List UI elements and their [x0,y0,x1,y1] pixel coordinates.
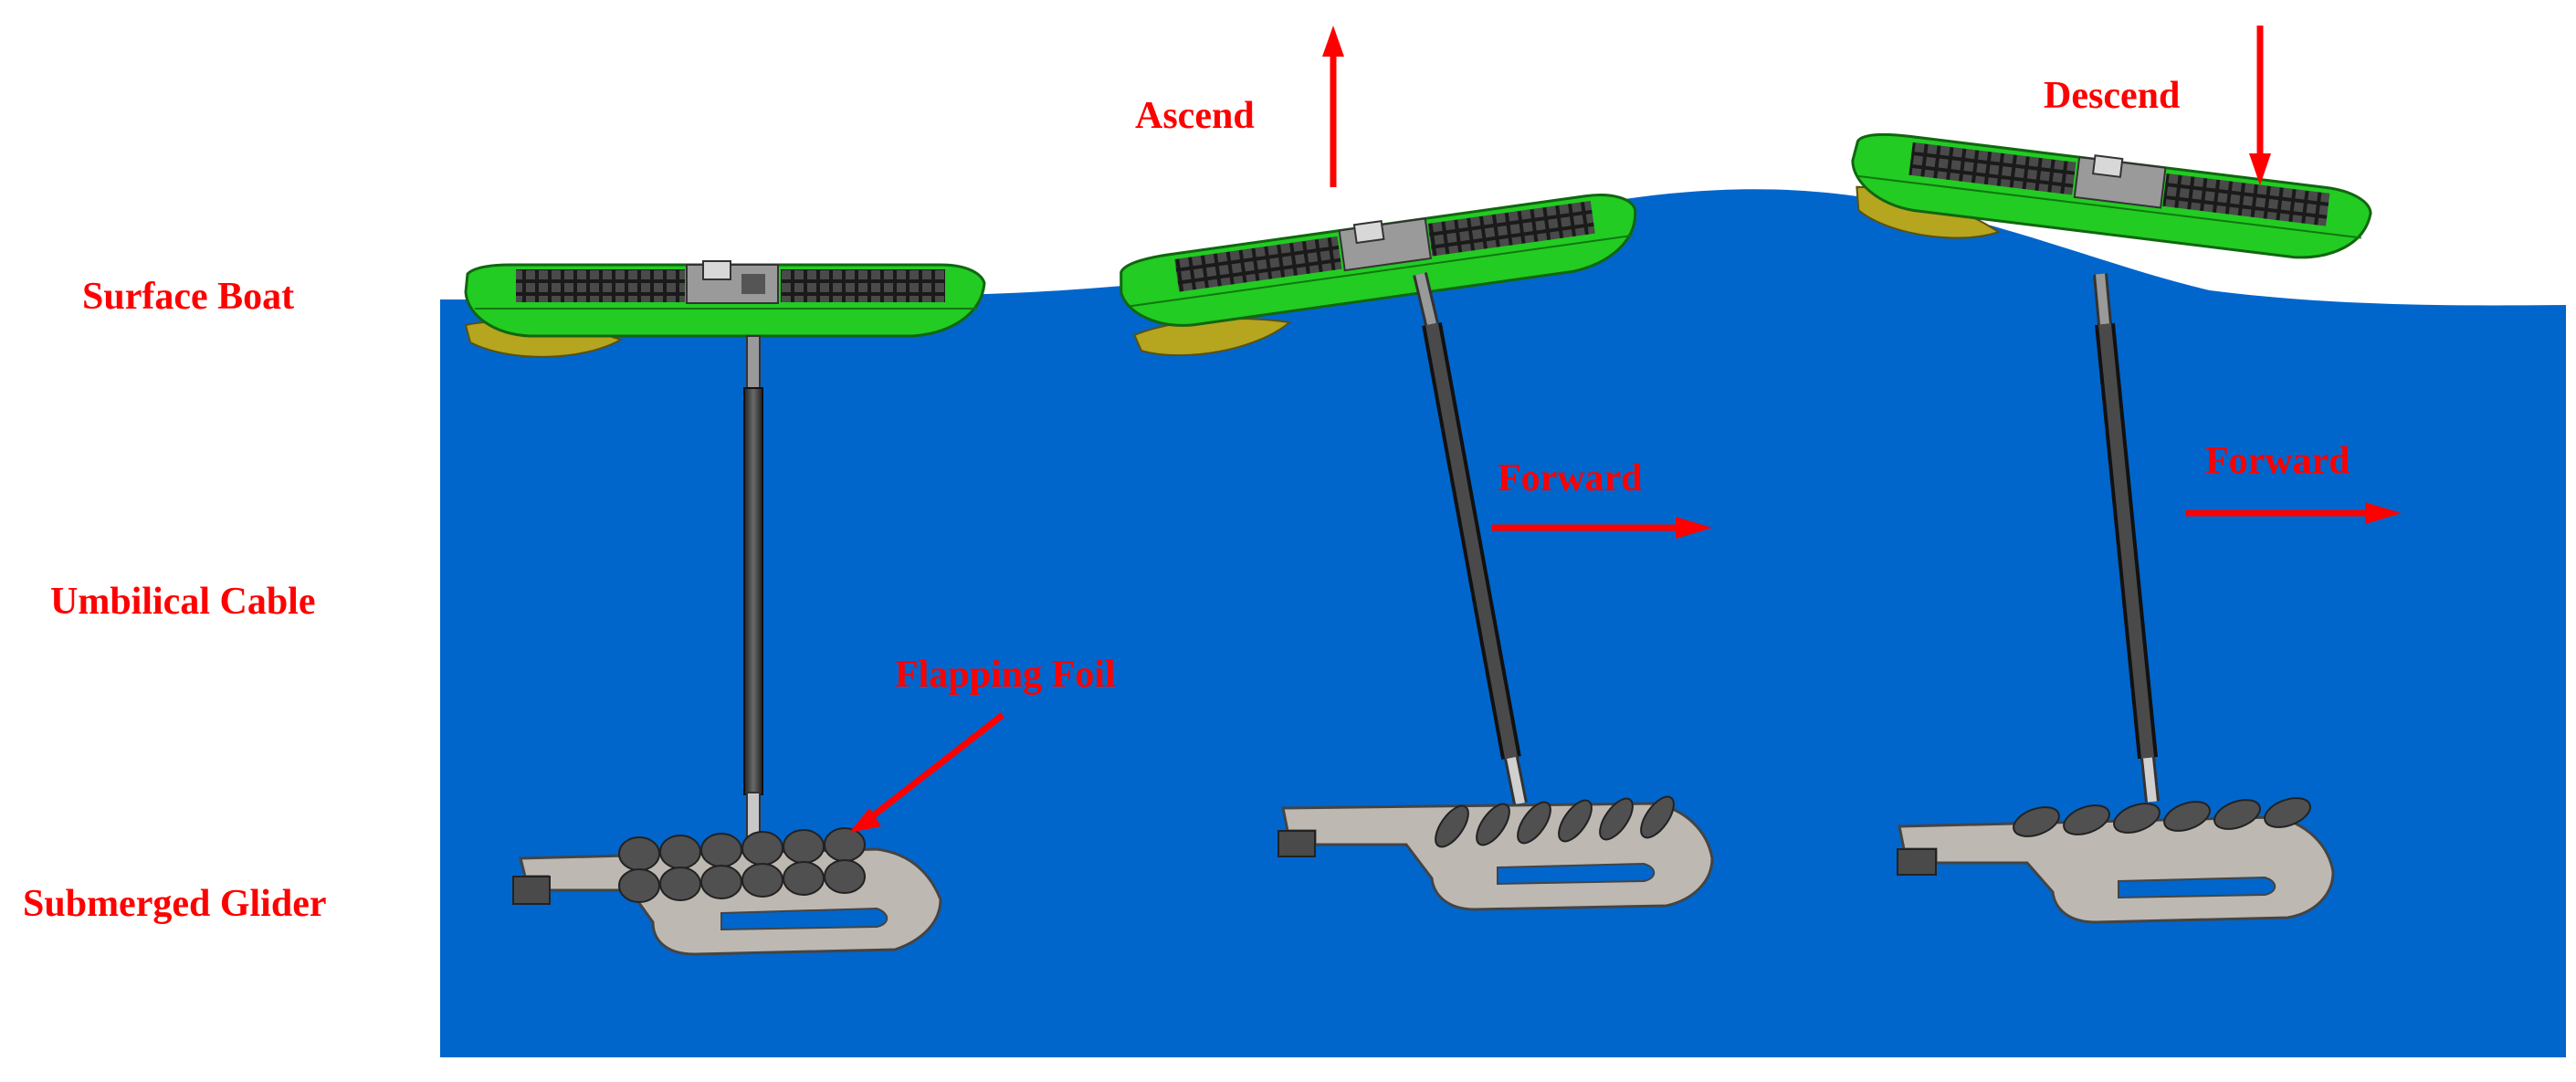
label-forward-2: Forward [2205,440,2350,482]
label-descend: Descend [2044,75,2180,117]
label-ascend: Ascend [1135,95,1255,137]
flapping-foils [618,827,866,903]
arrow-right-icon [2185,502,2402,524]
solar-panel [781,269,945,302]
flapping-foils [2013,797,2311,837]
arrow-up-icon [1322,26,1344,187]
arrow-diagonal-icon [849,712,1005,833]
solar-panel [1908,142,2077,195]
label-flapping-foil: Flapping Foil [895,654,1116,696]
umbilical-cable-3 [2093,273,2160,803]
arrow-right-icon [1491,517,1712,539]
solar-panel [516,269,685,302]
surface-boat-1 [464,260,986,358]
submerged-glider-2 [1277,795,1714,911]
solar-panel [2162,173,2330,226]
umbilical-cable-2 [1413,272,1528,805]
submerged-glider-3 [1897,797,2335,924]
label-umbilical-cable: Umbilical Cable [50,581,316,623]
label-submerged-glider: Submerged Glider [23,883,327,925]
flapping-foils [1435,795,1675,848]
surface-boat-2 [1120,194,1637,357]
solar-panel [1427,200,1595,257]
arrow-down-icon [2249,26,2271,185]
label-surface-boat: Surface Boat [82,276,294,318]
surface-boat-3 [1851,132,2372,259]
umbilical-cable-1 [743,335,763,841]
solar-panel [1174,236,1342,292]
label-forward-1: Forward [1498,457,1643,499]
submerged-glider-1 [512,827,942,956]
